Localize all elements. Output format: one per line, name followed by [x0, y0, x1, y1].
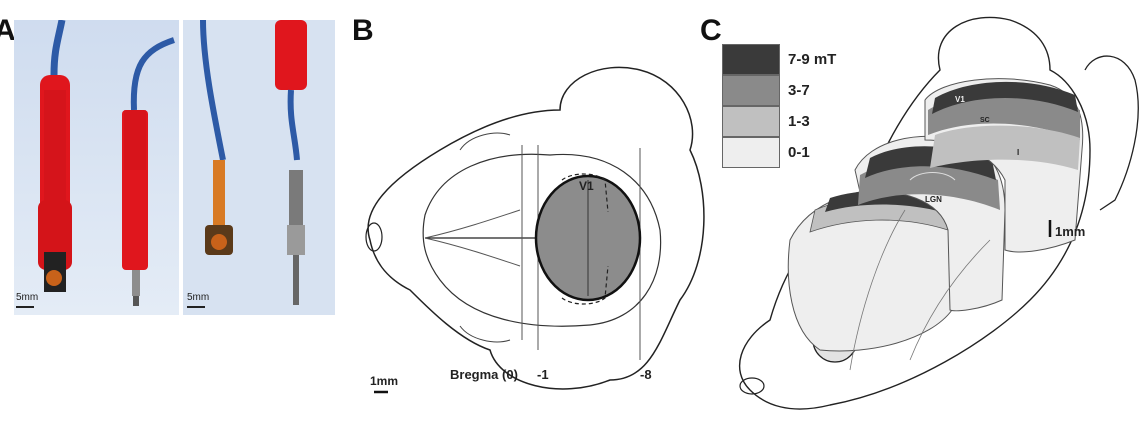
legend-label-1: 3-7 [788, 82, 810, 99]
i-label: I [1017, 148, 1019, 157]
legend-label-3: 0-1 [788, 144, 810, 161]
legend-label-2: 1-3 [788, 113, 810, 130]
v1-region-label: V1 [579, 179, 594, 193]
legend-swatch-1 [722, 75, 780, 106]
brain-top-view-diagram: V1 Bregma (0) -1 -8 1mm [365, 66, 705, 394]
scale-label-c: 1mm [1055, 224, 1085, 239]
v1-label-c: V1 [955, 95, 965, 104]
plug-body-right [122, 110, 148, 270]
scale-label-b: 1mm [370, 374, 398, 388]
legend-row-3: 0-1 [722, 137, 836, 168]
legend-row-1: 3-7 [722, 75, 836, 106]
panel-b-label: B [352, 14, 374, 47]
plug-cap [275, 20, 307, 90]
coil-photo-left: 5mm [14, 20, 179, 315]
scale-bar-left [16, 306, 34, 308]
legend-row-0: 7-9 mT [722, 44, 836, 75]
scale-label-right: 5mm [187, 292, 210, 303]
cable-right [130, 37, 175, 111]
legend-swatch-0 [722, 44, 780, 75]
tick-minus1-label: -1 [537, 367, 549, 382]
cable-left [50, 20, 66, 76]
brain-section-diagram: LGN V1 SC I 1mm [739, 16, 1139, 410]
head-outline [367, 66, 705, 390]
scale-bar-right [187, 306, 205, 308]
panel-c-label: C [700, 14, 722, 47]
bregma-label: Bregma (0) [450, 367, 518, 382]
tick-minus8-label: -8 [640, 367, 652, 382]
coil-photo-right: 5mm [183, 20, 335, 315]
legend-swatch-2 [722, 106, 780, 137]
plug-body-left [40, 75, 70, 225]
scale-label-left: 5mm [16, 292, 39, 303]
field-strength-legend: 7-9 mT 3-7 1-3 0-1 [722, 44, 836, 168]
legend-row-2: 1-3 [722, 106, 836, 137]
panel-a-label: A [0, 14, 16, 47]
legend-label-0: 7-9 mT [788, 51, 837, 68]
legend-swatch-3 [722, 137, 780, 168]
brain-outline [422, 153, 662, 327]
sc-label: SC [980, 117, 990, 124]
lgn-label: LGN [925, 195, 942, 204]
